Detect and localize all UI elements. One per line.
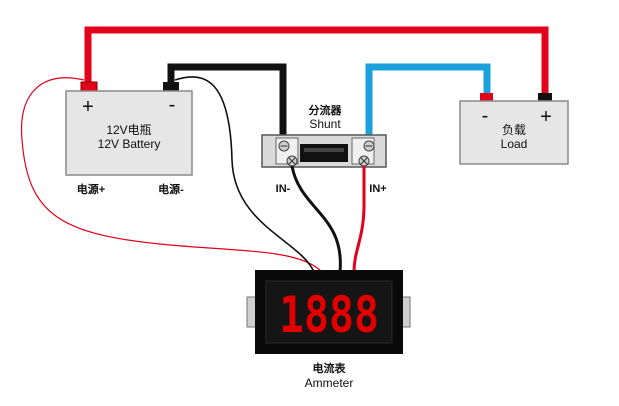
battery-body [65, 90, 193, 176]
shunt-resistor-bar [300, 144, 348, 162]
load-body [459, 100, 569, 165]
ammeter-readout: 1888 [279, 286, 379, 344]
battery-title-en: 12V Battery [98, 137, 161, 151]
load-title-cn: 负载 [502, 123, 526, 137]
ammeter-title-en: Ammeter [305, 376, 354, 390]
wire-thin-red-power [20, 77, 323, 273]
ammeter: 1888 [246, 270, 411, 354]
load: - + 负载 Load [459, 93, 569, 165]
battery-negative-terminal [163, 82, 179, 92]
shunt-in-pos-label: IN+ [369, 183, 386, 195]
load-negative-terminal [480, 93, 493, 102]
ammeter-screen [265, 280, 393, 344]
shunt-title-cn: 分流器 [309, 103, 343, 117]
wire-red-main [84, 26, 549, 96]
shunt-resistor-highlight [304, 148, 344, 152]
wire-blue-main [365, 63, 491, 137]
shunt-in-neg-label: IN- [276, 183, 291, 195]
load-minus-sign: - [482, 105, 489, 127]
battery: + - 12V电瓶 12V Battery [65, 81, 193, 176]
wire-shunt-in-pos [352, 166, 366, 273]
shunt [261, 134, 387, 168]
load-plus-sign: + [540, 106, 552, 128]
wire-black-main [167, 63, 287, 137]
wire-thin-black-power [174, 76, 315, 273]
battery-label-negative: 电源- [158, 182, 184, 196]
wire-shunt-in-neg [290, 165, 342, 273]
battery-plus-sign: + [82, 96, 94, 118]
load-positive-terminal [538, 93, 552, 102]
battery-minus-sign: - [169, 94, 176, 116]
load-title-en: Load [501, 137, 528, 151]
ammeter-title-cn: 电流表 [313, 361, 347, 375]
shunt-title-en: Shunt [309, 117, 341, 131]
battery-title-cn: 12V电瓶 [106, 123, 151, 137]
battery-label-positive: 电源+ [77, 182, 105, 196]
